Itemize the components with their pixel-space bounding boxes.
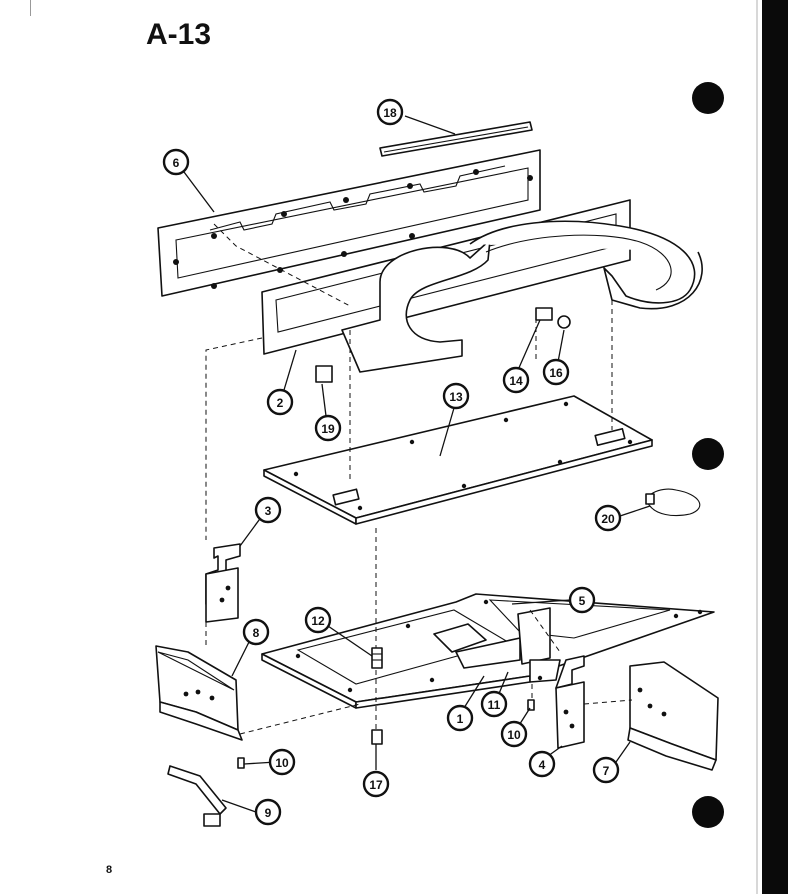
- punch-hole-middle: [692, 438, 724, 470]
- callout-11: 11: [480, 690, 508, 718]
- callout-label-13: 13: [449, 390, 463, 404]
- callout-10-left: 10: [268, 748, 296, 776]
- callout-label-9: 9: [265, 806, 272, 820]
- part-19-component: [315, 365, 333, 383]
- scan-mark: [30, 0, 31, 16]
- callout-9: 9: [254, 798, 282, 826]
- punch-hole-top: [692, 82, 724, 114]
- callout-label-18: 18: [383, 106, 397, 120]
- callout-8: 8: [242, 618, 270, 646]
- callout-19: 19: [314, 414, 342, 442]
- punch-hole-bottom: [692, 796, 724, 828]
- callout-10-right: 10: [500, 720, 528, 748]
- callout-5: 5: [568, 586, 596, 614]
- part-20-band: [645, 488, 701, 517]
- callout-7: 7: [592, 756, 620, 784]
- part-9-bracket: [167, 765, 227, 827]
- callout-14: 14: [502, 366, 530, 394]
- callout-label-11: 11: [488, 698, 501, 712]
- callout-label-17: 17: [369, 778, 383, 792]
- callout-label-2: 2: [277, 396, 284, 410]
- callout-label-10-right: 10: [507, 728, 521, 742]
- callout-label-7: 7: [603, 764, 610, 778]
- part-4-bracket: [555, 655, 585, 749]
- part-3-bracket: [205, 543, 241, 623]
- callout-label-1: 1: [457, 712, 464, 726]
- part-18-strip: [379, 121, 533, 157]
- callout-16: 16: [542, 358, 570, 386]
- callout-12: 12: [304, 606, 332, 634]
- callout-label-20: 20: [601, 512, 615, 526]
- callout-17: 17: [362, 770, 390, 798]
- part-6-bezel-frame: [157, 149, 541, 297]
- binding-edge: [756, 0, 758, 894]
- callout-label-16: 16: [549, 366, 563, 380]
- callout-label-4: 4: [539, 758, 546, 772]
- callout-6: 6: [162, 148, 190, 176]
- callout-label-6: 6: [173, 156, 180, 170]
- page-number: 8: [106, 864, 113, 876]
- callout-1: 1: [446, 704, 474, 732]
- callout-20: 20: [594, 504, 622, 532]
- callout-label-8: 8: [253, 626, 260, 640]
- part-14-clip: [535, 307, 553, 321]
- callout-2: 2: [266, 388, 294, 416]
- assembly-lines: [205, 223, 633, 735]
- part-7-right-rail: [627, 661, 719, 771]
- part-17-screw: [371, 729, 383, 745]
- part-16-screw: [557, 315, 571, 329]
- callout-3: 3: [254, 496, 282, 524]
- part-10-rivet-right: [527, 699, 535, 711]
- part-1-base-plate: [261, 593, 715, 709]
- callout-label-5: 5: [579, 594, 586, 608]
- callout-4: 4: [528, 750, 556, 778]
- part-13-circuit-board: [263, 395, 653, 525]
- part-8-left-rail: [155, 645, 243, 741]
- callout-label-19: 19: [321, 422, 335, 436]
- callout-label-3: 3: [265, 504, 272, 518]
- page-title: A-13: [146, 18, 212, 51]
- callout-label-14: 14: [509, 374, 523, 388]
- ribbon-cable-left: [341, 239, 491, 373]
- part-10-rivet-left: [237, 757, 245, 769]
- binding-strip: [762, 0, 788, 894]
- callout-18: 18: [376, 98, 404, 126]
- callout-label-10-left: 10: [275, 756, 289, 770]
- ribbon-cable-right: [469, 220, 703, 310]
- leader-lines: [183, 115, 651, 813]
- part-12-standoff: [371, 647, 383, 669]
- callout-13: 13: [442, 382, 470, 410]
- callout-label-12: 12: [311, 614, 325, 628]
